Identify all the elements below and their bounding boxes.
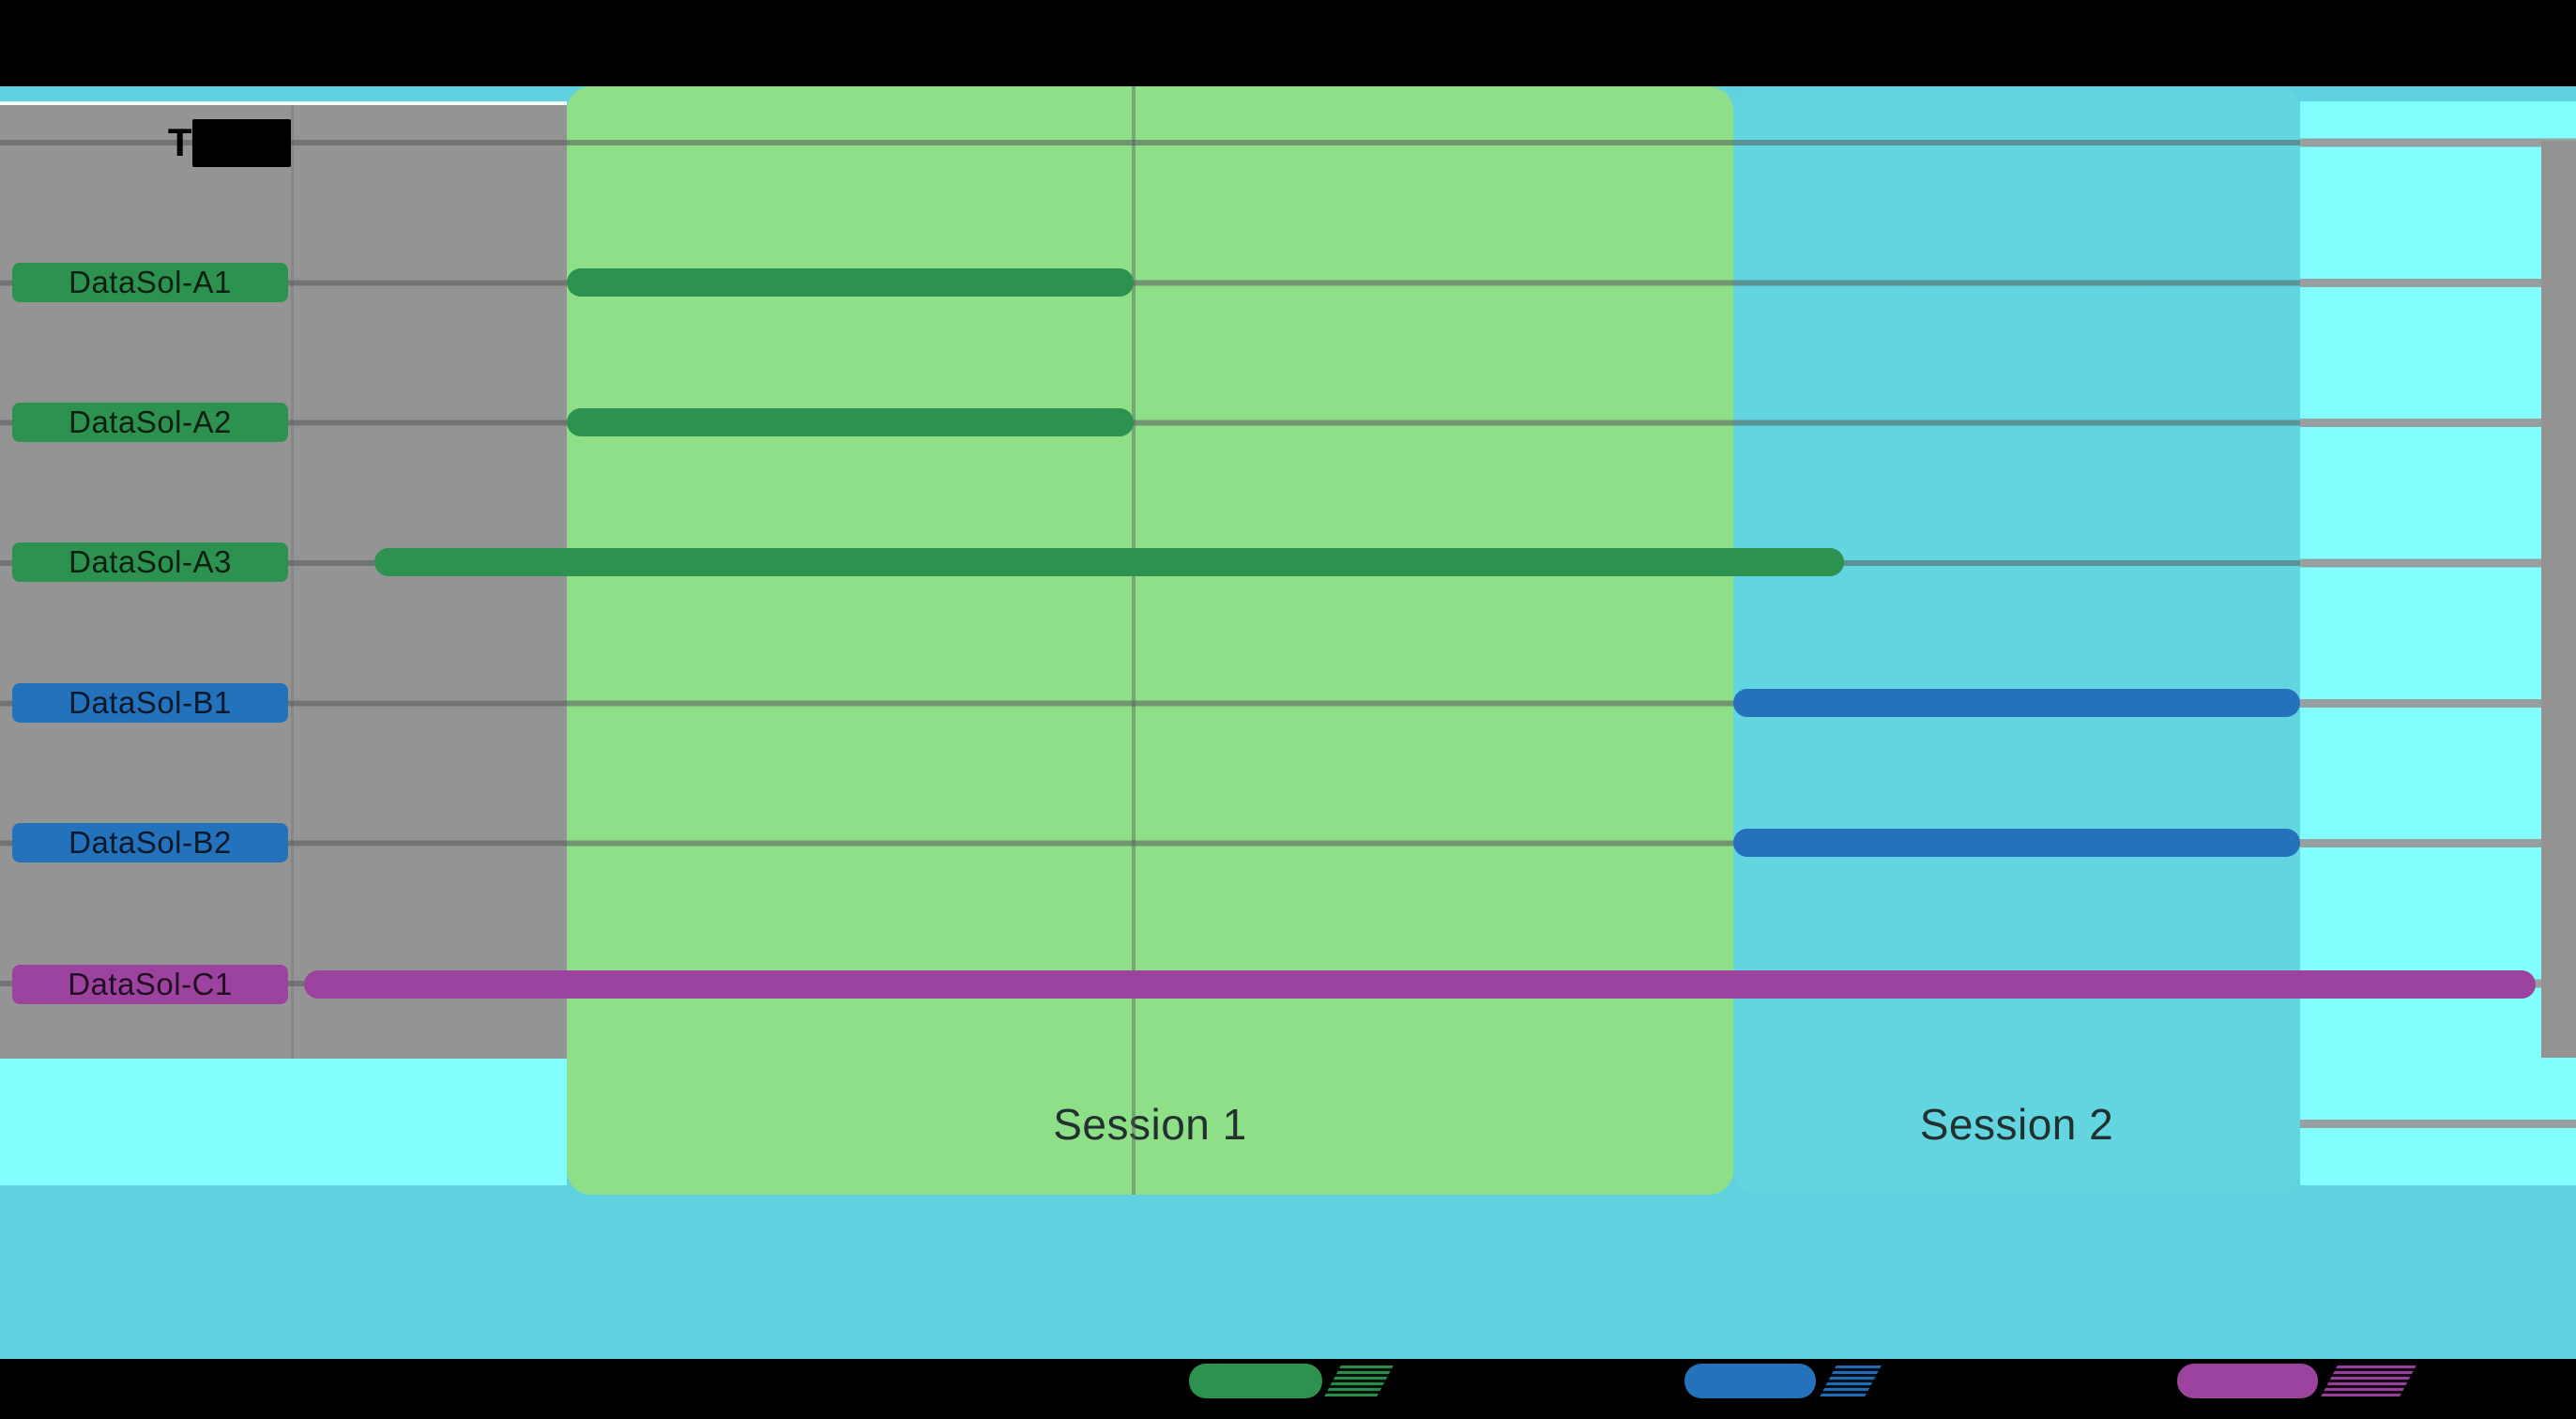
axis-title-blacked-text: asks <box>191 119 291 167</box>
legend-series-c-streak-icon <box>2321 1366 2416 1396</box>
legend-series-c-marker[interactable] <box>2177 1364 2318 1398</box>
session1-mid-gridline <box>1132 86 1136 1195</box>
row-label-datasol-b1[interactable]: DataSol-B1 <box>12 683 288 723</box>
row-label-datasol-a3[interactable]: DataSol-A3 <box>12 542 288 582</box>
bar-datasol-a3[interactable] <box>374 548 1844 576</box>
session2-label: Session 2 <box>1919 1100 2114 1149</box>
legend-series-a-streak-icon <box>1324 1366 1394 1396</box>
row-label-datasol-a2[interactable]: DataSol-A2 <box>12 403 288 442</box>
bar-datasol-b2[interactable] <box>1733 829 2300 857</box>
right-gray-column <box>2541 141 2576 1058</box>
row-label-datasol-c1[interactable]: DataSol-C1 <box>12 965 288 1004</box>
bar-datasol-a1[interactable] <box>567 268 1134 297</box>
bar-datasol-c1[interactable] <box>304 970 2536 999</box>
row-label-datasol-b2[interactable]: DataSol-B2 <box>12 823 288 862</box>
right-highlight-column <box>2300 101 2576 1185</box>
legend-series-a-marker[interactable] <box>1189 1364 1322 1398</box>
panel-top-hairline <box>0 101 567 105</box>
bottom-left-highlight <box>0 1059 567 1185</box>
row-label-datasol-a1[interactable]: DataSol-A1 <box>12 263 288 302</box>
axis-title-tasks: Tasks <box>56 119 291 167</box>
legend-series-b-marker[interactable] <box>1684 1364 1816 1398</box>
legend-series-b-streak-icon <box>1820 1366 1882 1396</box>
bar-datasol-b1[interactable] <box>1733 689 2300 717</box>
bar-datasol-a2[interactable] <box>567 408 1134 436</box>
axis-title-first-letter: T <box>167 120 192 164</box>
session1-label: Session 1 <box>1053 1100 1247 1149</box>
